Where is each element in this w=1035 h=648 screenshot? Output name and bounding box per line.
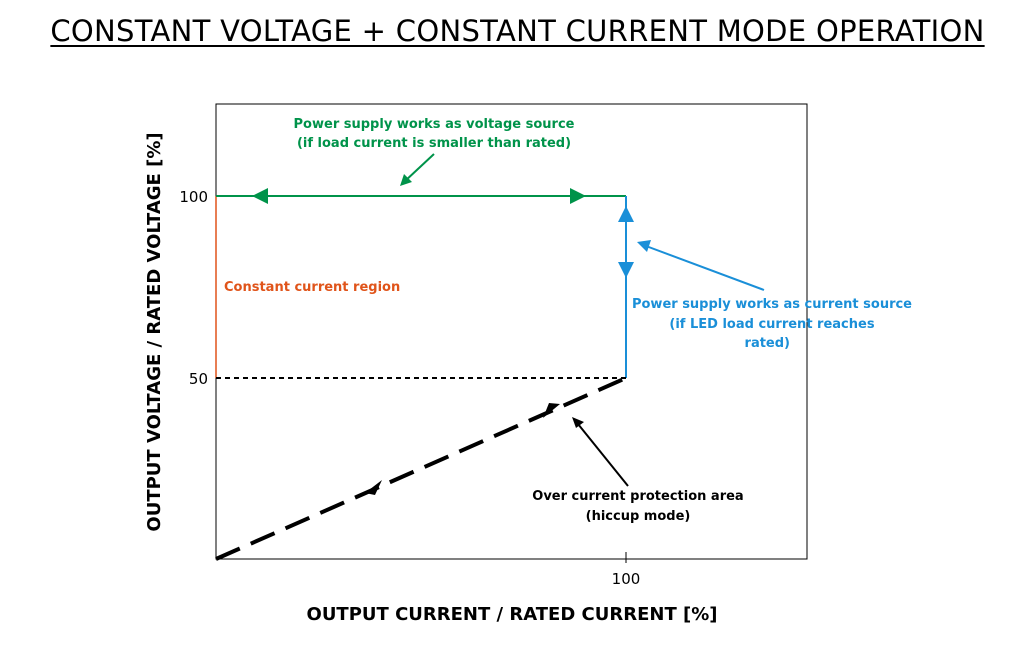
voltage-right-arrowhead <box>570 188 586 204</box>
voltage-left-arrowhead <box>252 188 268 204</box>
y-axis-label: OUTPUT VOLTAGE / RATED VOLTAGE [%] <box>144 132 165 531</box>
current-source-text-line3: rated) <box>745 336 790 351</box>
voltage-source-text-line2: (if load current is smaller than rated) <box>297 136 571 151</box>
ocp-text-line2: (hiccup mode) <box>586 509 691 524</box>
constant-current-text: Constant current region <box>224 280 400 295</box>
hiccup-down-arrowhead <box>365 480 382 495</box>
voltage-source-text-line1: Power supply works as voltage source <box>294 117 575 132</box>
voltage-pointer-line <box>403 153 435 183</box>
page-title: CONSTANT VOLTAGE + CONSTANT CURRENT MODE… <box>50 14 985 48</box>
x-tick-100: 100 <box>612 570 641 588</box>
y-tick-50: 50 <box>189 370 208 388</box>
current-source-text-line1: Power supply works as current source <box>632 297 912 312</box>
hiccup-up-arrowhead <box>543 403 560 418</box>
current-source-text-line2: (if LED load current reaches <box>669 317 874 332</box>
current-up-arrowhead <box>618 206 634 222</box>
hiccup-dashed-line <box>215 376 627 561</box>
ocp-text-line1: Over current protection area <box>532 489 743 504</box>
current-pointer-arrowhead <box>637 240 651 252</box>
voltage-pointer-arrowhead <box>400 174 412 186</box>
ocp-pointer-arrowhead <box>572 417 584 428</box>
y-tick-100: 100 <box>179 188 208 206</box>
current-down-arrowhead <box>618 262 634 278</box>
ocp-pointer-line <box>577 423 629 487</box>
current-pointer-line <box>645 245 765 291</box>
x-axis-label: OUTPUT CURRENT / RATED CURRENT [%] <box>307 604 718 625</box>
